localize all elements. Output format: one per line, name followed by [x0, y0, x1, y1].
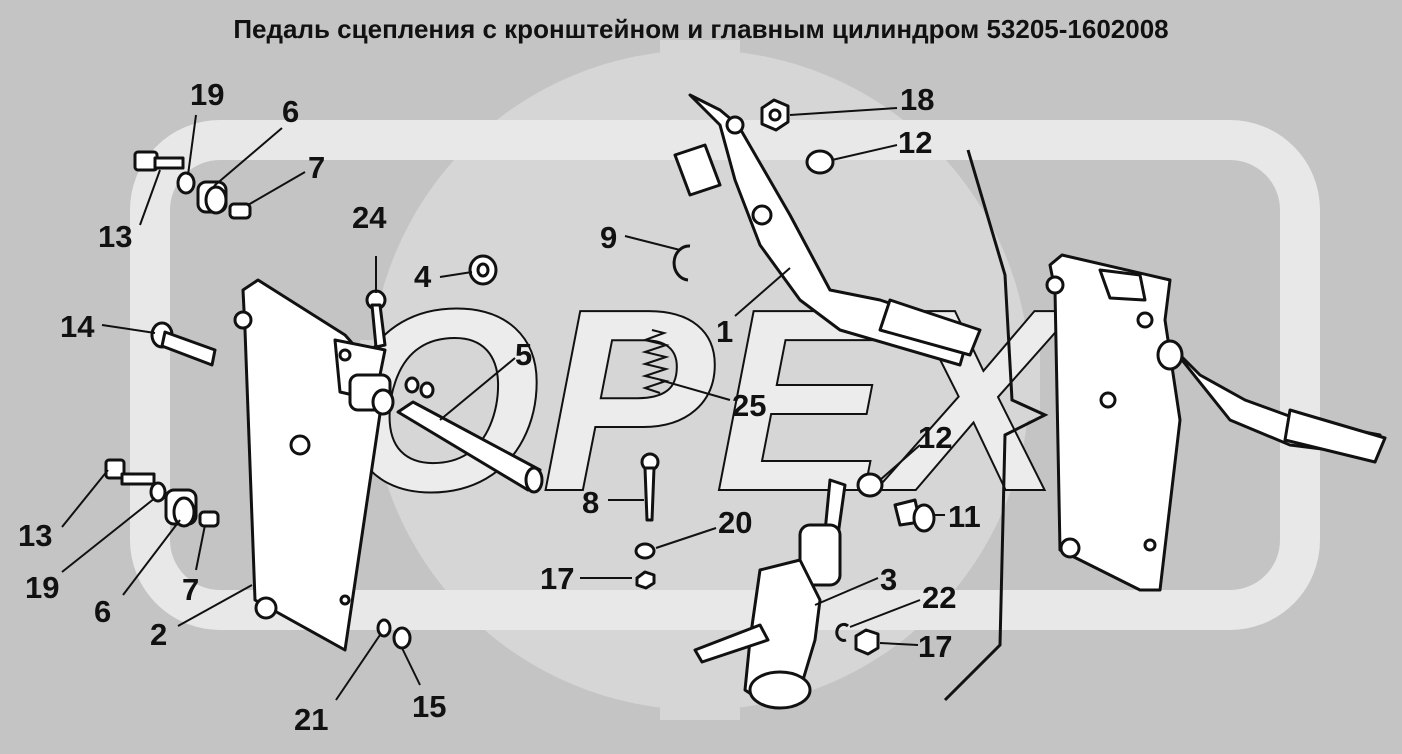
callout-labels: 19 6 7 13 24 4 14 5 9 1 18 12 25 12 11 8…	[18, 77, 981, 737]
callout-17-right: 17	[918, 629, 952, 664]
washer-part-15	[392, 626, 412, 650]
callout-7-top: 7	[308, 150, 325, 185]
callout-5: 5	[515, 337, 532, 372]
nut-part-18	[760, 98, 790, 132]
pedal-part-1	[673, 93, 982, 367]
snap-ring-part-22	[835, 622, 849, 642]
callout-12-top: 12	[898, 125, 932, 160]
cotter-pin-part-24	[365, 289, 387, 349]
callout-3: 3	[880, 562, 897, 597]
diagram-title: Педаль сцепления с кронштейном и главным…	[233, 14, 1169, 44]
master-cylinder-part-3	[693, 478, 847, 710]
nut-part-17-left	[635, 570, 656, 590]
callout-11: 11	[948, 499, 981, 534]
assembled-pedal	[1045, 253, 1387, 592]
watermark-text: OPEX	[339, 256, 1075, 546]
callout-21: 21	[294, 702, 328, 737]
callout-1: 1	[716, 314, 733, 349]
circlip-part-9	[672, 244, 691, 282]
callout-14: 14	[60, 309, 95, 344]
callout-22: 22	[922, 580, 956, 615]
callout-9: 9	[600, 220, 617, 255]
bolt-part-14	[150, 321, 217, 367]
bolt-part-13-top	[133, 150, 185, 172]
callout-19-top: 19	[190, 77, 224, 112]
bushing-part-12-top	[805, 149, 835, 175]
callout-6-bottom: 6	[94, 594, 111, 629]
callout-2: 2	[150, 617, 167, 652]
bolt-part-11	[893, 498, 936, 533]
callout-17-left: 17	[540, 561, 574, 596]
spring-part-25	[641, 329, 670, 394]
nut-part-17-right	[854, 628, 880, 656]
callout-8: 8	[582, 485, 599, 520]
shaft-part-5	[396, 400, 544, 494]
callout-20: 20	[718, 505, 752, 540]
callout-7-bottom: 7	[182, 572, 199, 607]
callout-13-bottom: 13	[18, 518, 52, 553]
callout-18: 18	[900, 82, 934, 117]
bushing-part-6-top	[196, 180, 228, 215]
callout-15: 15	[412, 689, 446, 724]
leader-lines	[61, 107, 945, 701]
small-washer	[404, 376, 420, 394]
washer-part-20	[634, 542, 656, 560]
washer-part-4	[468, 254, 498, 286]
pin-part-8	[640, 452, 660, 522]
pin-part-7-bottom	[198, 510, 220, 528]
washer-part-19-top	[176, 171, 196, 195]
washer-part-19-bottom	[149, 481, 167, 503]
callout-25: 25	[732, 388, 766, 423]
washer-part-21	[376, 618, 392, 638]
callout-24: 24	[352, 200, 387, 235]
bushing-part-12-bottom	[856, 472, 884, 498]
callout-4: 4	[414, 259, 432, 294]
pin-part-7-top	[228, 202, 252, 220]
bushing-part-6-bottom	[164, 488, 198, 528]
bushing	[348, 373, 395, 416]
small-washer	[419, 381, 435, 399]
callout-19-bottom: 19	[25, 570, 59, 605]
callout-12-bottom: 12	[918, 420, 952, 455]
break-line	[943, 149, 1049, 702]
bolt-part-13-bottom	[104, 458, 156, 486]
callout-6-top: 6	[282, 94, 299, 129]
callout-13-top: 13	[98, 219, 132, 254]
